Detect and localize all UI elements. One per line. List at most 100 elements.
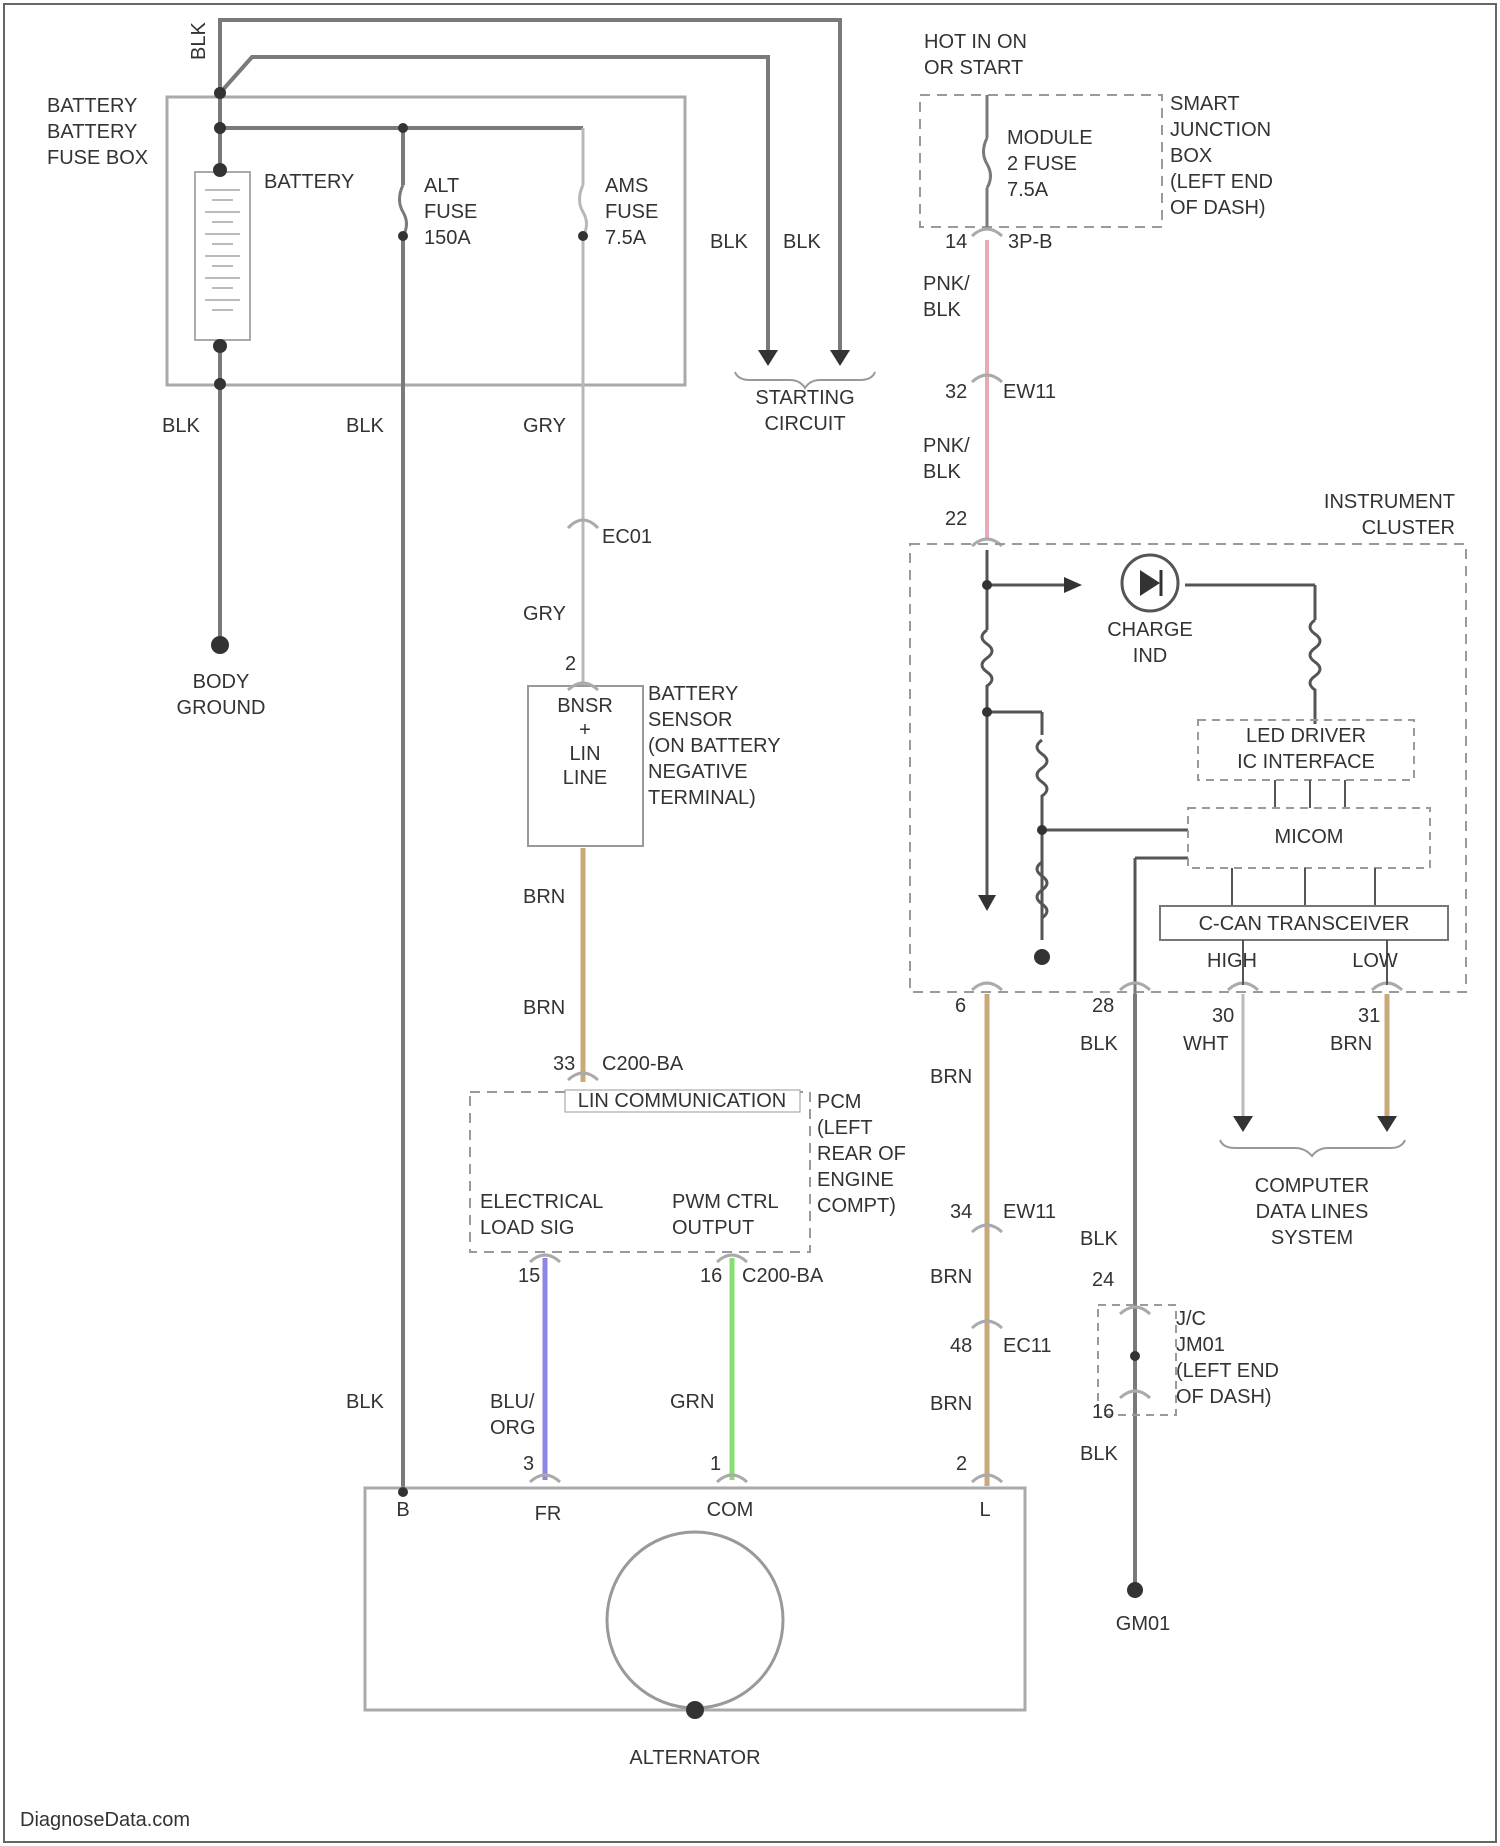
label-battery-sensor-line-4: NEGATIVE xyxy=(648,761,748,783)
label-pwm-ctrl-line-1: PWM CTRL xyxy=(672,1191,779,1213)
label-pin-2b: 2 xyxy=(956,1453,967,1475)
label-battery-sensor-box-line-1: BNSR xyxy=(557,695,613,717)
label-computer-data-lines-line-1: COMPUTER xyxy=(1255,1175,1369,1197)
label-brn-can: BRN xyxy=(1330,1033,1372,1055)
label-pnk-blk-1-line-2: BLK xyxy=(923,299,961,321)
label-micom: MICOM xyxy=(1275,826,1344,848)
label-blu-org-line-2: ORG xyxy=(490,1417,536,1439)
coil-2 xyxy=(1310,620,1320,700)
label-blk-ground: BLK xyxy=(162,415,200,437)
label-gry-1: GRY xyxy=(523,415,566,437)
label-pin-30: 30 xyxy=(1212,1005,1234,1027)
label-pcm-line-5: COMPT) xyxy=(817,1195,896,1217)
label-body-ground-line-1: BODY xyxy=(193,671,250,693)
label-pin-32: 32 xyxy=(945,381,967,403)
label-pin-24: 24 xyxy=(1092,1269,1114,1291)
label-pin-3pb: 3P-B xyxy=(1008,231,1052,253)
label-alt-com: COM xyxy=(707,1499,754,1521)
label-ew11-2: EW11 xyxy=(1003,1201,1056,1223)
label-pcm-line-4: ENGINE xyxy=(817,1169,894,1191)
battery-cells xyxy=(205,190,240,310)
label-blk-ic: BLK xyxy=(1080,1033,1118,1055)
label-alt-l: L xyxy=(979,1499,990,1521)
label-pwm-ctrl-line-2: OUTPUT xyxy=(672,1217,754,1239)
label-blk-alt: BLK xyxy=(346,415,384,437)
label-pin-6: 6 xyxy=(955,995,966,1017)
label-ew11-1: EW11 xyxy=(1003,381,1056,403)
label-computer-data-lines-line-3: SYSTEM xyxy=(1271,1227,1353,1249)
label-blk-alt-2: BLK xyxy=(346,1391,384,1413)
arrow-charge-ind xyxy=(1064,577,1082,593)
arrow-can-high xyxy=(1233,1116,1253,1132)
label-pin-16: 16 xyxy=(700,1265,722,1287)
label-blk-top: BLK xyxy=(188,22,210,60)
label-pin-2: 2 xyxy=(565,653,576,675)
label-led-driver-line-1: LED DRIVER xyxy=(1246,725,1366,747)
label-wht: WHT xyxy=(1183,1033,1229,1055)
micom-links xyxy=(1232,868,1375,906)
coil-3 xyxy=(1037,740,1047,810)
label-battery-sensor-line-5: TERMINAL) xyxy=(648,787,756,809)
cluster-nodes xyxy=(982,580,1050,965)
label-elec-load-sig-line-1: ELECTRICAL xyxy=(480,1191,603,1213)
charge-indicator-diode xyxy=(1140,570,1160,596)
arrow-can-low xyxy=(1377,1116,1397,1132)
label-battery-fuse-box-line-1: BATTERY xyxy=(47,95,137,117)
label-charge-ind-line-1: CHARGE xyxy=(1107,619,1193,641)
alt-fuse-symbol xyxy=(400,185,407,236)
label-sjb-line-4: (LEFT END xyxy=(1170,171,1273,193)
label-ams-fuse-line-2: FUSE xyxy=(605,201,658,223)
label-pcm-line-2: (LEFT xyxy=(817,1117,873,1139)
body-ground-symbol xyxy=(211,636,229,654)
label-pcm-line-3: REAR OF xyxy=(817,1143,906,1165)
label-pin-14: 14 xyxy=(945,231,967,253)
label-brn-l3: BRN xyxy=(930,1393,972,1415)
label-ccan: C-CAN TRANSCEIVER xyxy=(1199,913,1410,935)
label-pnk-blk-1-line-1: PNK/ xyxy=(923,273,970,295)
label-eco1: EC01 xyxy=(602,526,652,548)
label-c200ba-1: C200-BA xyxy=(602,1053,684,1075)
label-battery-fuse-box-line-3: FUSE BOX xyxy=(47,147,148,169)
label-jc-line-3: (LEFT END xyxy=(1176,1360,1279,1382)
jc-node xyxy=(1130,1351,1140,1361)
label-jc-line-1: J/C xyxy=(1176,1308,1206,1330)
label-pcm-line-1: PCM xyxy=(817,1091,861,1113)
label-gry-2: GRY xyxy=(523,603,566,625)
label-alt-fr: FR xyxy=(535,1503,562,1525)
label-gm01: GM01 xyxy=(1116,1613,1170,1635)
label-pin-48: 48 xyxy=(950,1335,972,1357)
arrow-starting-2 xyxy=(830,350,850,366)
alternator-symbol xyxy=(607,1532,783,1708)
label-battery-sensor-box-line-3: LIN xyxy=(569,743,600,765)
label-blk-start-1: BLK xyxy=(710,231,748,253)
label-battery-sensor-line-1: BATTERY xyxy=(648,683,738,705)
label-hot-in-on-line-2: OR START xyxy=(924,57,1023,79)
label-led-driver-line-2: IC INTERFACE xyxy=(1237,751,1375,773)
module-fuse-symbol xyxy=(984,138,991,188)
label-pnk-blk-2-line-1: PNK/ xyxy=(923,435,970,457)
label-sjb-line-2: JUNCTION xyxy=(1170,119,1271,141)
label-battery-sensor-box-line-2: + xyxy=(579,719,591,741)
label-c200ba-2: C200-BA xyxy=(742,1265,824,1287)
label-module-fuse-line-1: MODULE xyxy=(1007,127,1093,149)
label-blk-start-2: BLK xyxy=(783,231,821,253)
label-instrument-cluster-line-2: CLUSTER xyxy=(1362,517,1455,539)
label-hot-in-on-line-1: HOT IN ON xyxy=(924,31,1027,53)
gm01-ground-symbol xyxy=(1127,1582,1143,1598)
label-pin-15: 15 xyxy=(518,1265,540,1287)
alternator-ground-node xyxy=(686,1701,704,1719)
label-ams-fuse-line-3: 7.5A xyxy=(605,227,647,249)
label-ams-fuse-line-1: AMS xyxy=(605,175,648,197)
label-elec-load-sig-line-2: LOAD SIG xyxy=(480,1217,574,1239)
label-grn: GRN xyxy=(670,1391,714,1413)
label-module-fuse-line-2: 2 FUSE xyxy=(1007,153,1077,175)
label-blk-j2: BLK xyxy=(1080,1443,1118,1465)
label-blk-j1: BLK xyxy=(1080,1228,1118,1250)
label-blu-org-line-1: BLU/ xyxy=(490,1391,535,1413)
label-battery-sensor-line-3: (ON BATTERY xyxy=(648,735,781,757)
alt-b-node xyxy=(398,1487,408,1497)
label-pin-1: 1 xyxy=(710,1453,721,1475)
alternator-box xyxy=(365,1488,1025,1710)
